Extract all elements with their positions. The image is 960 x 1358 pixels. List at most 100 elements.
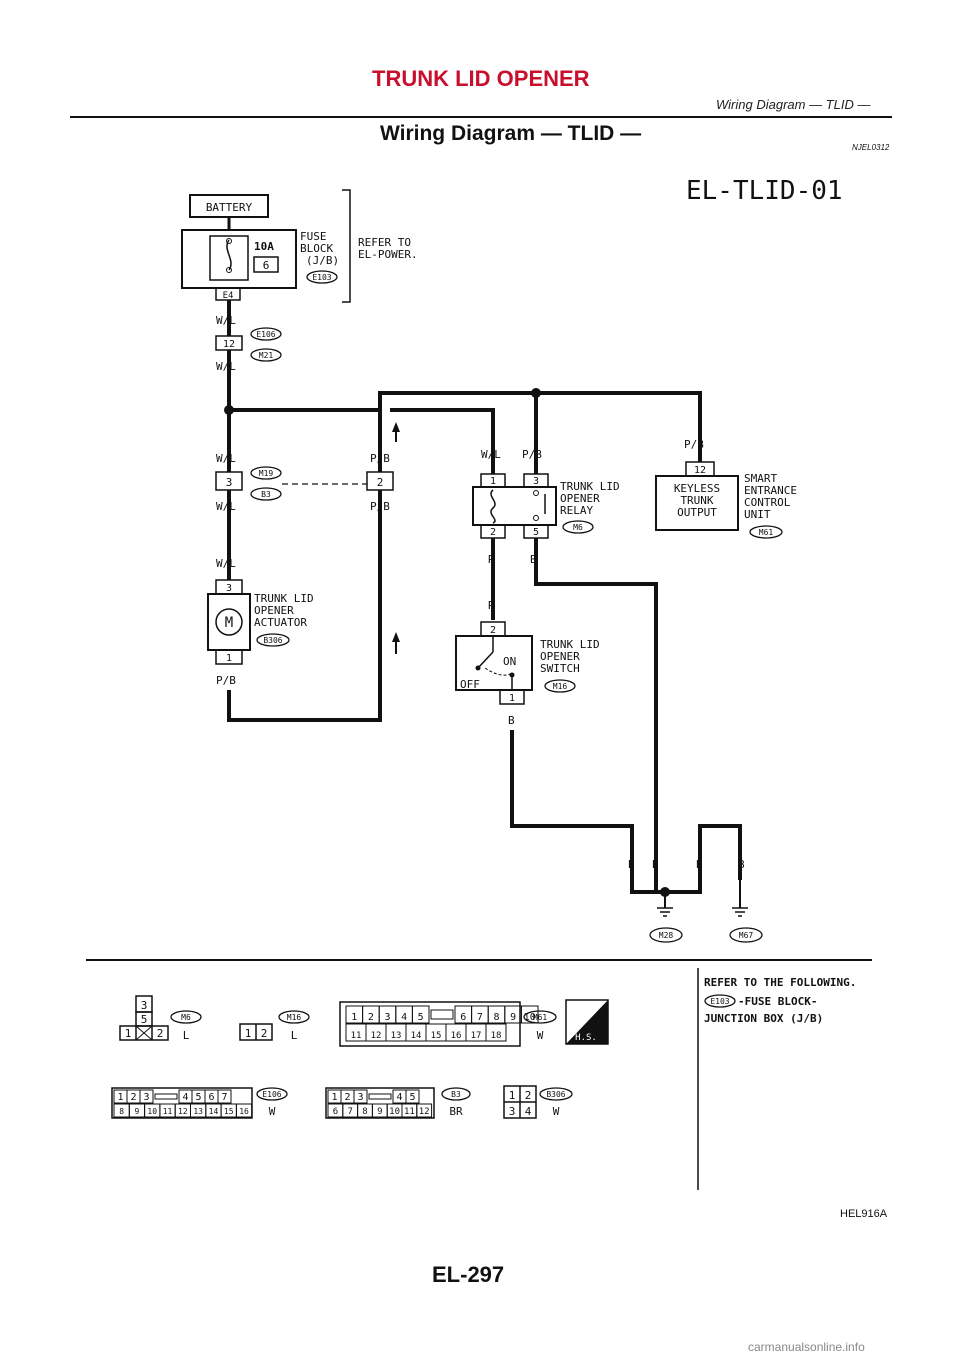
pin-label: 12 — [419, 1107, 430, 1117]
connector-m61-tag — [749, 525, 783, 539]
pin-cell — [416, 1103, 433, 1118]
wire-pb-return — [227, 490, 382, 722]
fuse-num-box — [253, 256, 279, 273]
relay-pin3: 3 — [533, 476, 539, 487]
connector-key — [154, 1093, 178, 1100]
switch-off-label: OFF — [460, 678, 480, 691]
wire-b-switch — [510, 730, 634, 880]
connector-m28-tag — [649, 927, 683, 943]
motor-symbol — [215, 608, 243, 636]
svg-text:M61: M61 — [533, 1013, 548, 1022]
svg-text:5: 5 — [141, 1013, 148, 1026]
pin-label: 14 — [209, 1107, 219, 1116]
connector-m21-tag — [250, 348, 282, 362]
pin-label: 8 — [493, 1012, 499, 1023]
sec-label-3: CONTROL — [744, 496, 791, 509]
connector-m61: M61 — [759, 528, 774, 537]
pin-label: 9 — [135, 1107, 140, 1116]
fuse-term-bottom — [226, 267, 232, 273]
switch-label-1: TRUNK LID — [540, 638, 600, 651]
svg-text:M6: M6 — [181, 1013, 191, 1022]
pin-label: 4 — [396, 1092, 402, 1103]
keyless-label-1: KEYLESS — [674, 482, 720, 495]
e103-desc-1: -FUSE BLOCK- — [738, 995, 817, 1008]
connector-b3: B3 — [261, 490, 271, 499]
battery-label: BATTERY — [206, 201, 253, 214]
switch-travel — [484, 667, 511, 676]
pin-label: 15 — [224, 1107, 234, 1116]
relay-coil — [490, 489, 496, 524]
connector-e4: E4 — [223, 291, 234, 301]
e103-desc-2: JUNCTION BOX (J/B) — [704, 1012, 823, 1025]
switch-box — [455, 635, 533, 691]
actuator-label-2: OPENER — [254, 604, 294, 617]
relay-contact-bottom — [533, 515, 539, 521]
header-rule — [70, 116, 892, 118]
svg-text:2: 2 — [261, 1027, 268, 1040]
actuator-pin1: 1 — [226, 653, 232, 664]
switch-label-3: SWITCH — [540, 662, 580, 675]
pin-label: 7 — [477, 1012, 483, 1023]
wire-label-wl-6: W/L — [481, 448, 501, 461]
legend-m16: 1 2 M16 L — [239, 1010, 310, 1042]
svg-text:W: W — [553, 1105, 560, 1118]
pin-cell — [520, 1005, 539, 1024]
pin-label: 3 — [143, 1092, 149, 1103]
switch-on-label: ON — [503, 655, 516, 668]
wire-label-wl-1: W/L — [216, 314, 236, 327]
fuse-block-label-1: FUSE — [300, 230, 327, 243]
pin-label: 1 — [117, 1092, 123, 1103]
actuator-pin1-box — [215, 649, 243, 665]
pin-label: 14 — [411, 1031, 422, 1041]
fuse-term-top — [226, 238, 232, 244]
pin-label: 3 — [384, 1012, 390, 1023]
joint-e106-pin: 12 — [223, 339, 235, 350]
pin-label: 10 — [524, 1012, 536, 1023]
relay-label-1: TRUNK LID — [560, 480, 620, 493]
pin-label: 9 — [377, 1107, 382, 1117]
refer-power-1: REFER TO — [358, 236, 411, 249]
keyless-box — [655, 475, 739, 531]
hs-label: H.S. — [575, 1033, 597, 1043]
refer-power-2: EL-POWER. — [358, 248, 418, 261]
relay-pin1: 1 — [490, 476, 496, 487]
wire-label-pb-1: P/B — [370, 452, 390, 465]
pin-label: 1 — [351, 1012, 357, 1023]
actuator-pin3: 3 — [226, 583, 232, 594]
sec-label-1: SMART — [744, 472, 777, 485]
wire-b-relay — [534, 538, 658, 880]
connector-e103: E103 — [312, 273, 331, 282]
pin-label: 15 — [431, 1031, 442, 1041]
wire-label-b-1: B — [530, 553, 537, 566]
pin-label: 2 — [368, 1012, 374, 1023]
wire-label-wl-2: W/L — [216, 360, 236, 373]
joint-b3-pin: 2 — [377, 476, 384, 489]
pin-label: 16 — [451, 1031, 462, 1041]
pin-label: 11 — [404, 1107, 415, 1117]
pin-label: 9 — [510, 1012, 516, 1023]
arrow-up-2 — [392, 632, 400, 642]
wire-label-wl-3: W/L — [216, 452, 236, 465]
section-code: NJEL0312 — [852, 143, 890, 152]
connector-m19: M19 — [259, 469, 274, 478]
connector-b306: B306 — [263, 636, 282, 645]
pin-label: 3 — [357, 1092, 363, 1103]
connector-m16: M16 — [553, 682, 568, 691]
pin-cell — [485, 1023, 507, 1042]
pin-cell — [235, 1103, 253, 1118]
keyless-label-2: TRUNK — [680, 494, 713, 507]
switch-off-contact — [475, 665, 481, 671]
connector-m28: M28 — [659, 931, 674, 940]
relay-box — [472, 486, 557, 526]
svg-text:2: 2 — [525, 1089, 532, 1102]
relay-contact-top — [533, 490, 539, 496]
switch-pin1-box — [499, 689, 525, 705]
pin-label: 13 — [193, 1107, 203, 1116]
connector-e106-tag — [250, 327, 282, 341]
fuse-amp: 10A — [254, 240, 274, 253]
connector-m6: M6 — [573, 523, 583, 532]
pin-label: 5 — [195, 1092, 201, 1103]
pin-label: 6 — [460, 1012, 466, 1023]
